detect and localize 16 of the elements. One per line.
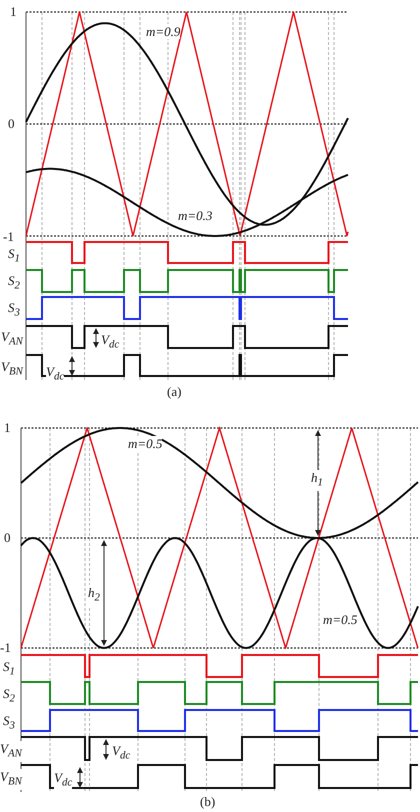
axis-tick-label: 0 (8, 116, 14, 131)
axis-tick-label: -1 (3, 229, 14, 244)
curve-label: m=0.5 (323, 612, 358, 627)
axis-tick-label: -1 (0, 640, 11, 655)
panel-caption: (a) (167, 384, 182, 399)
dimension-label: h$_{1}$ (311, 470, 323, 491)
panel-caption: (b) (200, 794, 216, 809)
curve-label: m=0.9 (146, 24, 180, 39)
curve-label: m=0.3 (178, 208, 212, 223)
signal-label: V$_{AN}$ (0, 741, 22, 762)
axis-tick-label: 1 (10, 4, 16, 19)
axis-tick-label: 0 (4, 530, 10, 545)
dimension-label: h$_{2}$ (88, 585, 100, 606)
curve-label: m=0.5 (128, 436, 162, 451)
axis-tick-label: 1 (4, 420, 10, 435)
signal-label: V$_{BN}$ (0, 769, 22, 790)
